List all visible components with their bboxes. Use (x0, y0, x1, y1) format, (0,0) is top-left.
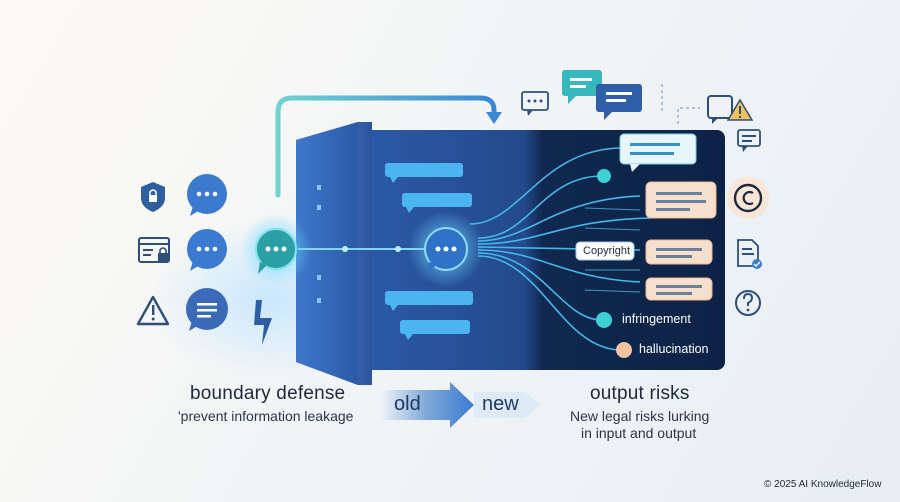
output-risks-subtitle-line1: New legal risks lurking (570, 408, 710, 424)
boundary-door (296, 122, 372, 385)
browser-lock-icon (138, 237, 170, 263)
warning-bubble-icon (707, 95, 754, 124)
boundary-defense-title: boundary defense (190, 383, 346, 404)
question-icon (735, 290, 761, 316)
dashed-connector (677, 107, 700, 124)
chat-outline-icon (521, 91, 549, 116)
output-risks-subtitle-line2: in input and output (581, 425, 697, 441)
chat-bubble-icon-left-2 (187, 229, 227, 271)
flow-panel (360, 130, 725, 370)
copyright-label: Copyright (583, 245, 631, 257)
chat-bubble-icon-left-1 (187, 174, 227, 216)
copyright-tag (575, 241, 635, 261)
break-icon (254, 300, 272, 345)
output-risks-title: output risks (590, 383, 690, 404)
chat-bubble-center-icon (424, 227, 468, 275)
old-label: old (394, 393, 421, 415)
panel-message-bars (385, 163, 473, 340)
boundary-defense-subtitle: 'prevent information leakage (178, 408, 354, 424)
node-dot-top (597, 169, 611, 183)
flow-lines-secondary (584, 207, 641, 293)
document-check-icon (737, 239, 762, 269)
chat-bubble-right-icon (737, 129, 761, 152)
chat-bubble-icon-left-3 (186, 288, 228, 331)
output-bubbles (619, 133, 717, 301)
chat-teal-icon (562, 70, 602, 104)
old-to-new-arrow (380, 382, 474, 428)
connector-dot-1 (342, 246, 348, 252)
hallucination-label: hallucination (639, 342, 709, 356)
node-dot-hallucination (616, 342, 632, 358)
top-flow-arrowhead (486, 112, 502, 124)
footer-credit: © 2025 AI KnowledgeFlow (764, 479, 882, 490)
top-flow-arrow (275, 95, 497, 198)
chat-blue-icon (596, 84, 642, 120)
flow-lines (469, 147, 651, 351)
infringement-label: infringement (622, 312, 691, 326)
new-label: new (482, 393, 519, 415)
warning-icon (136, 295, 170, 326)
chat-bubble-left-icon (255, 228, 297, 274)
copyright-icon (727, 177, 769, 219)
connector-dot-2 (395, 246, 401, 252)
shield-lock-icon (141, 182, 165, 212)
node-dot-infringement (596, 312, 612, 328)
new-arrow-tail (474, 392, 540, 418)
